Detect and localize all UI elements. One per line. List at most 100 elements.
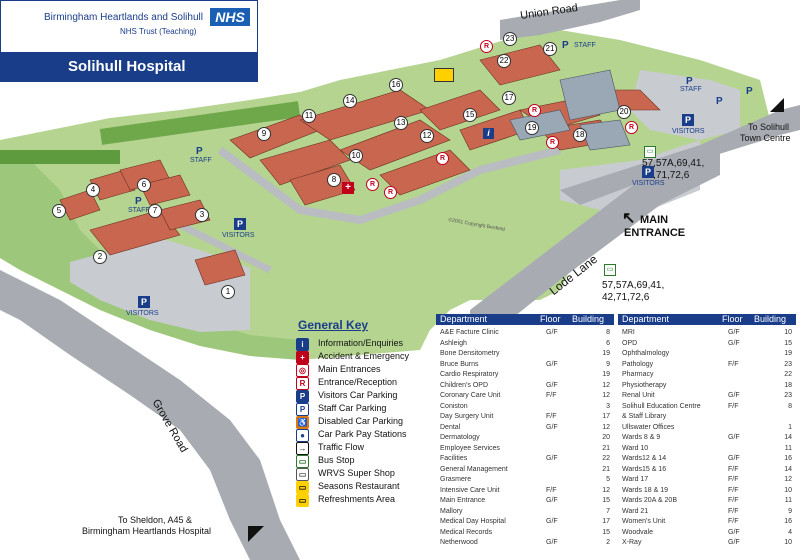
table-row: Wards 8 & 9 G/F 14	[618, 433, 796, 443]
floor-value: G/F	[546, 381, 558, 389]
building-value: 17	[602, 413, 610, 420]
building-value: 7	[606, 507, 610, 515]
building-value: 11	[784, 497, 792, 504]
department-name: Children's OPD	[440, 381, 489, 389]
building-number-14: 14	[343, 94, 357, 108]
department-name: Coronary Care Unit	[440, 392, 501, 399]
floor-value: F/F	[728, 465, 739, 473]
tree-band	[0, 150, 120, 164]
building-value: 10	[784, 486, 792, 494]
grove-road	[0, 270, 300, 560]
main-entrance-arrow-icon: ↖	[622, 210, 636, 227]
traffic-flow-icon: →	[296, 442, 309, 455]
building-number-6: 6	[137, 178, 151, 192]
internal-road	[217, 146, 561, 225]
visitors-parking-label: VISITORS	[222, 232, 255, 239]
department-name: Ashleigh	[440, 339, 467, 347]
floor-value: G/F	[728, 434, 740, 441]
bus-routes-1-line2: 42,71,72,6	[642, 170, 690, 181]
staff-parking-icon: P	[196, 146, 203, 157]
building-value: 11	[784, 444, 792, 452]
accident-emergency-icon: +	[342, 182, 354, 194]
building-value: 12	[784, 476, 792, 483]
building-value: 15	[602, 528, 610, 536]
building-value: 9	[606, 360, 610, 368]
visitors-parking-icon: P	[642, 166, 654, 178]
staff-parking-icon: P	[746, 86, 753, 97]
staff-parking-icon: P	[562, 40, 569, 51]
building-value: 12	[602, 486, 610, 494]
visitors-parking-icon: P	[138, 296, 150, 308]
department-name: Women's Unit	[622, 518, 666, 525]
building-number-11: 11	[302, 109, 316, 123]
department-directory: Department Floor Building Department Flo…	[436, 314, 796, 560]
building-number-16: 16	[389, 78, 403, 92]
building-number-8: 8	[327, 173, 341, 187]
town-centre-label: Town Centre	[740, 133, 791, 143]
main-entrance-label-line1: MAIN	[640, 214, 669, 226]
building-value: 17	[602, 518, 610, 525]
building-number-9: 9	[257, 127, 271, 141]
floor-value: G/F	[546, 539, 558, 546]
floor-value: F/F	[728, 476, 739, 483]
department-name: Medical Day Hospital	[440, 518, 506, 525]
staff-parking-label: STAFF	[128, 207, 150, 214]
department-name: Ward 17	[622, 476, 649, 483]
union-road	[500, 0, 640, 40]
department-name: Main Entrance	[440, 497, 486, 504]
department-name: Woodvale	[622, 528, 654, 536]
department-name: Cardio Respiratory	[440, 371, 499, 378]
bus-stop-icon: ▭	[644, 146, 656, 158]
department-name: Wards 8 & 9	[622, 434, 661, 441]
building-value: 23	[784, 360, 792, 368]
building-value: 16	[784, 518, 792, 525]
entrance-reception-icon: R	[546, 136, 559, 149]
table-row: Mallory 7	[436, 507, 614, 517]
building-number-18: 18	[573, 128, 587, 142]
table-header-right: Department Floor Building	[618, 314, 796, 325]
building-number-19: 19	[525, 121, 539, 135]
info-icon: i	[296, 338, 309, 351]
department-name: A&E Facture Clinic	[440, 329, 499, 336]
building-number-20: 20	[617, 105, 631, 119]
building-value: 14	[784, 434, 792, 441]
visitors-car-parking-icon: P	[296, 390, 309, 403]
building-value: 16	[784, 455, 792, 462]
key-item-label: Bus Stop	[318, 455, 355, 465]
key-item-label: Entrance/Reception	[318, 377, 398, 387]
bus-routes-2-line2: 42,71,72,6	[602, 292, 650, 303]
building-value: 19	[602, 350, 610, 357]
department-name: Wards 20A & 20B	[622, 497, 677, 504]
visitors-parking-label: VISITORS	[126, 310, 159, 317]
building-value: 8	[606, 329, 610, 336]
building-value: 8	[788, 402, 792, 410]
building-number-7: 7	[148, 204, 162, 218]
modern-blocks	[509, 69, 631, 151]
table-header-left: Department Floor Building	[436, 314, 614, 325]
department-name: Ward 21	[622, 507, 649, 515]
floor-value: G/F	[546, 423, 558, 431]
building-number-5: 5	[52, 204, 66, 218]
department-name: Mallory	[440, 507, 463, 515]
lode-lane-road	[470, 150, 720, 330]
department-name: & Staff Library	[622, 413, 667, 420]
building-value: 10	[784, 329, 792, 336]
building-value: 14	[784, 465, 792, 473]
info-icon: i	[483, 128, 494, 139]
to-sheldon-label: To Sheldon, A45 &	[118, 515, 193, 525]
building-value: 5	[606, 476, 610, 483]
building-value: 22	[602, 455, 610, 462]
